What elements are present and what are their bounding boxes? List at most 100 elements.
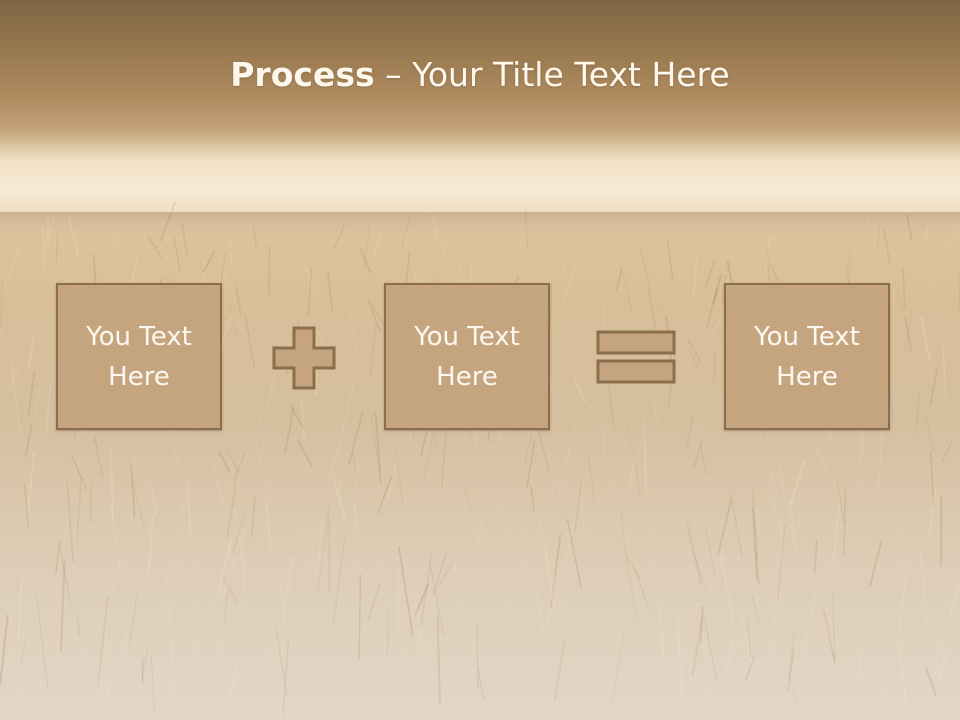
- wheat-stalk: [55, 228, 59, 262]
- wheat-stalk: [895, 530, 904, 580]
- wheat-stalk: [430, 210, 439, 243]
- wheat-stalk: [97, 595, 109, 683]
- wheat-stalk: [113, 214, 116, 250]
- wheat-stalk: [712, 274, 723, 304]
- wheat-stalk: [934, 612, 945, 677]
- wheat-stalk: [751, 595, 760, 620]
- wheat-stalk: [165, 561, 176, 584]
- wheat-stalk: [740, 616, 758, 688]
- wheat-stalk: [557, 448, 571, 498]
- wheat-stalk: [502, 665, 508, 693]
- wheat-stalk: [235, 285, 242, 316]
- wheat-stalk: [0, 323, 4, 339]
- wheat-stalk: [21, 597, 31, 640]
- wheat-stalk: [420, 549, 433, 627]
- wheat-stalk: [722, 629, 736, 684]
- text-box-1[interactable]: You Text Here: [56, 283, 222, 430]
- wheat-stalk: [450, 538, 460, 616]
- wheat-stalk: [23, 482, 30, 529]
- wheat-stalk: [692, 258, 698, 297]
- wheat-stalk: [676, 613, 684, 696]
- wheat-stalk: [647, 287, 657, 330]
- wheat-stalk: [751, 506, 759, 583]
- wheat-stalk: [370, 414, 381, 475]
- wheat-stalk: [525, 440, 536, 489]
- wheat-stalk: [467, 624, 482, 694]
- wheat-stalk: [401, 211, 412, 246]
- wheat-stalk: [5, 640, 22, 701]
- wheat-stalk: [232, 451, 246, 487]
- wheat-stalk: [894, 282, 904, 313]
- wheat-stalk: [804, 587, 818, 644]
- title-rest: Your Title Text Here: [412, 55, 730, 94]
- wheat-stalk: [16, 297, 33, 328]
- wheat-stalk: [27, 371, 36, 416]
- wheat-stalk: [813, 443, 830, 476]
- wheat-stalk: [686, 523, 703, 585]
- wheat-stalk: [524, 435, 532, 464]
- wheat-stalk: [549, 483, 555, 524]
- wheat-stalk: [374, 412, 382, 485]
- text-box-2[interactable]: You Text Here: [384, 283, 550, 430]
- wheat-stalk: [110, 504, 121, 569]
- wheat-stalk: [856, 652, 864, 683]
- wheat-stalk: [364, 224, 371, 268]
- wheat-stalk: [666, 239, 674, 281]
- wheat-stalk: [146, 235, 163, 259]
- wheat-stalk: [240, 577, 246, 616]
- wheat-stalk: [780, 482, 783, 564]
- wheat-stalk: [699, 441, 707, 475]
- slide-title: Process – Your Title Text Here: [0, 52, 960, 98]
- wheat-stalk: [948, 218, 960, 248]
- wheat-stalk: [573, 379, 587, 403]
- wheat-stalk: [549, 533, 562, 609]
- text-box-2-label: You Text Here: [414, 321, 520, 392]
- wheat-stalk: [939, 650, 948, 680]
- wheat-stalk: [926, 214, 930, 244]
- wheat-stalk: [768, 468, 779, 497]
- wheat-stalk: [130, 476, 146, 531]
- wheat-stalk: [651, 394, 659, 422]
- wheat-stalk: [59, 544, 72, 610]
- wheat-stalk: [948, 578, 960, 619]
- wheat-stalk: [476, 623, 479, 690]
- wheat-stalk: [71, 456, 88, 490]
- wheat-stalk: [536, 422, 550, 471]
- wheat-stalk: [373, 231, 383, 256]
- wheat-stalk: [401, 648, 414, 683]
- wheat-stalk: [19, 641, 27, 666]
- wheat-stalk: [850, 645, 866, 696]
- wheat-stalk: [99, 673, 104, 696]
- wheat-stalk: [359, 249, 372, 274]
- wheat-stalk: [788, 629, 796, 677]
- wheat-stalk: [796, 506, 802, 529]
- wheat-stalk: [173, 234, 181, 272]
- wheat-stalk: [530, 485, 535, 513]
- wheat-stalk: [836, 479, 845, 523]
- wheat-stalk: [222, 554, 237, 596]
- wheat-stalk: [698, 256, 708, 290]
- wheat-stalk: [219, 312, 234, 349]
- wheat-stalk: [43, 356, 55, 403]
- wheat-stalk: [150, 482, 157, 516]
- wheat-stalk: [882, 227, 891, 265]
- wheat-stalk: [751, 489, 759, 561]
- wheat-stalk: [902, 311, 913, 365]
- wheat-stalk: [181, 223, 189, 258]
- wheat-stalk: [240, 532, 246, 579]
- wheat-stalk: [76, 475, 83, 542]
- wheat-stalk: [10, 363, 21, 430]
- wheat-stalk: [369, 323, 378, 377]
- wheat-stalk: [332, 475, 347, 522]
- wheat-stalk: [924, 667, 938, 698]
- wheat-stalk: [252, 225, 258, 250]
- horizon: [0, 212, 960, 236]
- wheat-stalk: [150, 655, 156, 715]
- wheat-stalk: [877, 427, 883, 502]
- wheat-stalk: [376, 474, 394, 514]
- wheat-stalk: [432, 552, 447, 595]
- text-box-3[interactable]: You Text Here: [724, 283, 890, 430]
- wheat-stalk: [348, 309, 361, 366]
- wheat-stalk: [620, 509, 629, 577]
- wheat-stalk: [627, 556, 640, 579]
